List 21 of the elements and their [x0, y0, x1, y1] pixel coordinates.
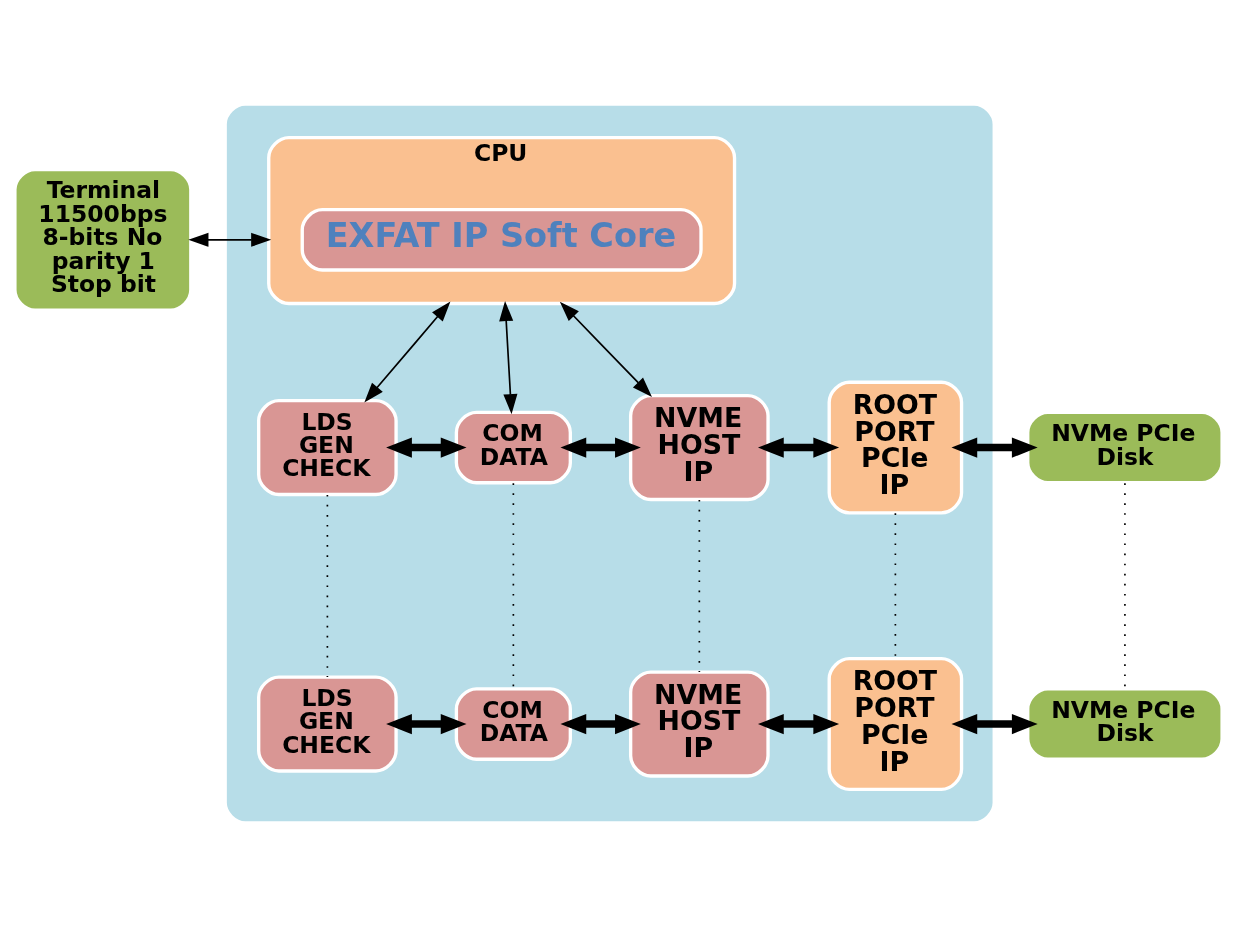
arrow [364, 301, 451, 403]
node-box: NVME HOST IP [628, 393, 770, 501]
arrow [758, 713, 840, 734]
arrow [951, 713, 1038, 734]
node-box: ROOT PORT PCIe IP [827, 380, 964, 515]
node-box: EXFAT IP Soft Core [300, 207, 703, 272]
node-box: LDS GEN CHECK [257, 674, 398, 773]
arrow [386, 713, 467, 734]
arrow [951, 436, 1038, 458]
arrow [386, 436, 467, 458]
node-box: LDS GEN CHECK [257, 398, 398, 496]
arrow [560, 713, 641, 734]
node-box: NVME HOST IP [628, 669, 770, 778]
arrow [758, 436, 840, 458]
node-box: ROOT PORT PCIe IP [827, 656, 964, 791]
node-box: COM DATA [454, 686, 572, 761]
node-box: COM DATA [454, 410, 572, 484]
arrow [188, 232, 272, 247]
arrow [559, 301, 652, 397]
arrow [560, 436, 641, 458]
arrow [499, 300, 518, 414]
